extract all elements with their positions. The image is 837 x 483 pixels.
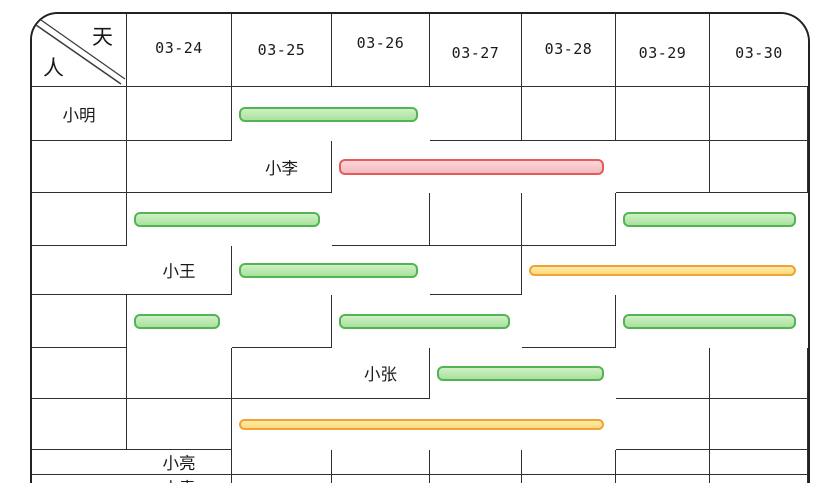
person-name-label: 小青 (163, 475, 196, 483)
grid-cell (32, 348, 127, 399)
grid-cell (710, 348, 808, 399)
task-bar-orange (529, 265, 796, 276)
row-label-cell: 小亮 (127, 450, 232, 475)
grid-cell (32, 295, 127, 348)
task-bar-green (623, 212, 796, 227)
grid-cell (32, 450, 127, 475)
date-label: 03-26 (356, 34, 405, 52)
grid-cell (430, 475, 522, 483)
task-bar-green (239, 106, 418, 122)
grid-cell (430, 87, 522, 141)
grid-cell (522, 450, 616, 475)
task-bar-orange (239, 419, 604, 430)
corner-diagonal-line (35, 19, 126, 85)
grid-cell (332, 450, 430, 475)
person-name-label: 小亮 (162, 454, 196, 473)
grid-cell (32, 475, 127, 483)
grid-cell (522, 475, 616, 483)
date-label: 03-25 (257, 41, 306, 59)
grid-cell (430, 193, 522, 246)
task-bar-green (134, 212, 320, 227)
grid-cell (616, 87, 710, 141)
corner-header-cell: 天人 (32, 14, 127, 87)
grid-cell (127, 399, 232, 450)
row-label-cell: 小李 (232, 141, 332, 193)
grid-cell (430, 246, 522, 295)
grid-cell (232, 450, 332, 475)
grid-cell (232, 295, 332, 348)
date-label: 03-24 (155, 39, 203, 57)
task-bar-green (623, 314, 796, 329)
date-header-cell: 03-30 (710, 14, 808, 87)
date-label: 03-28 (544, 40, 593, 58)
grid-cell (522, 193, 616, 246)
grid-cell (522, 295, 616, 348)
grid-cell (232, 475, 332, 483)
corner-label-person: 人 (43, 56, 64, 80)
person-name-label: 小王 (162, 262, 196, 281)
grid-cell (127, 141, 232, 193)
task-bar-red (339, 159, 604, 175)
grid-cell (616, 348, 710, 399)
person-name-label: 小明 (62, 105, 96, 125)
corner-label-day: 天 (92, 25, 113, 49)
grid-cell (616, 141, 710, 193)
date-header-cell: 03-28 (522, 14, 616, 87)
date-header-cell: 03-25 (232, 14, 332, 87)
date-header-cell: 03-27 (430, 14, 522, 87)
date-label: 03-27 (451, 44, 500, 62)
row-label-cell: 小明 (32, 87, 127, 141)
task-bar-green (437, 366, 604, 381)
date-header-cell: 03-24 (127, 14, 232, 87)
row-label-cell: 小张 (332, 348, 430, 399)
grid-cell (430, 450, 522, 475)
grid-cell (616, 450, 710, 475)
task-bar-green (239, 263, 418, 278)
date-label: 03-30 (735, 44, 783, 62)
grid-cell (616, 475, 710, 483)
grid-cell (32, 193, 127, 246)
grid-cell (32, 399, 127, 450)
grid-cell (710, 87, 808, 141)
grid-cell (616, 399, 710, 450)
grid-cell (32, 141, 127, 193)
grid-cell (127, 87, 232, 141)
row-label-cell: 小青 (127, 475, 232, 483)
grid-cell (332, 475, 430, 483)
grid-cell (710, 450, 808, 475)
grid-cell (710, 475, 808, 483)
task-bar-green (339, 314, 510, 329)
grid-cell (710, 399, 808, 450)
person-name-label: 小张 (364, 365, 397, 384)
row-label-cell: 小王 (127, 246, 232, 295)
grid-cell (127, 348, 232, 399)
task-bar-green (134, 314, 220, 329)
date-label: 03-29 (638, 44, 687, 62)
grid-cell (710, 141, 808, 193)
grid-cell (232, 348, 332, 399)
grid-cell (332, 193, 430, 246)
person-name-label: 小李 (265, 158, 298, 178)
grid-cell (32, 246, 127, 295)
grid-cell (522, 87, 616, 141)
date-header-cell: 03-29 (616, 14, 710, 87)
date-header-cell: 03-26 (332, 14, 430, 87)
